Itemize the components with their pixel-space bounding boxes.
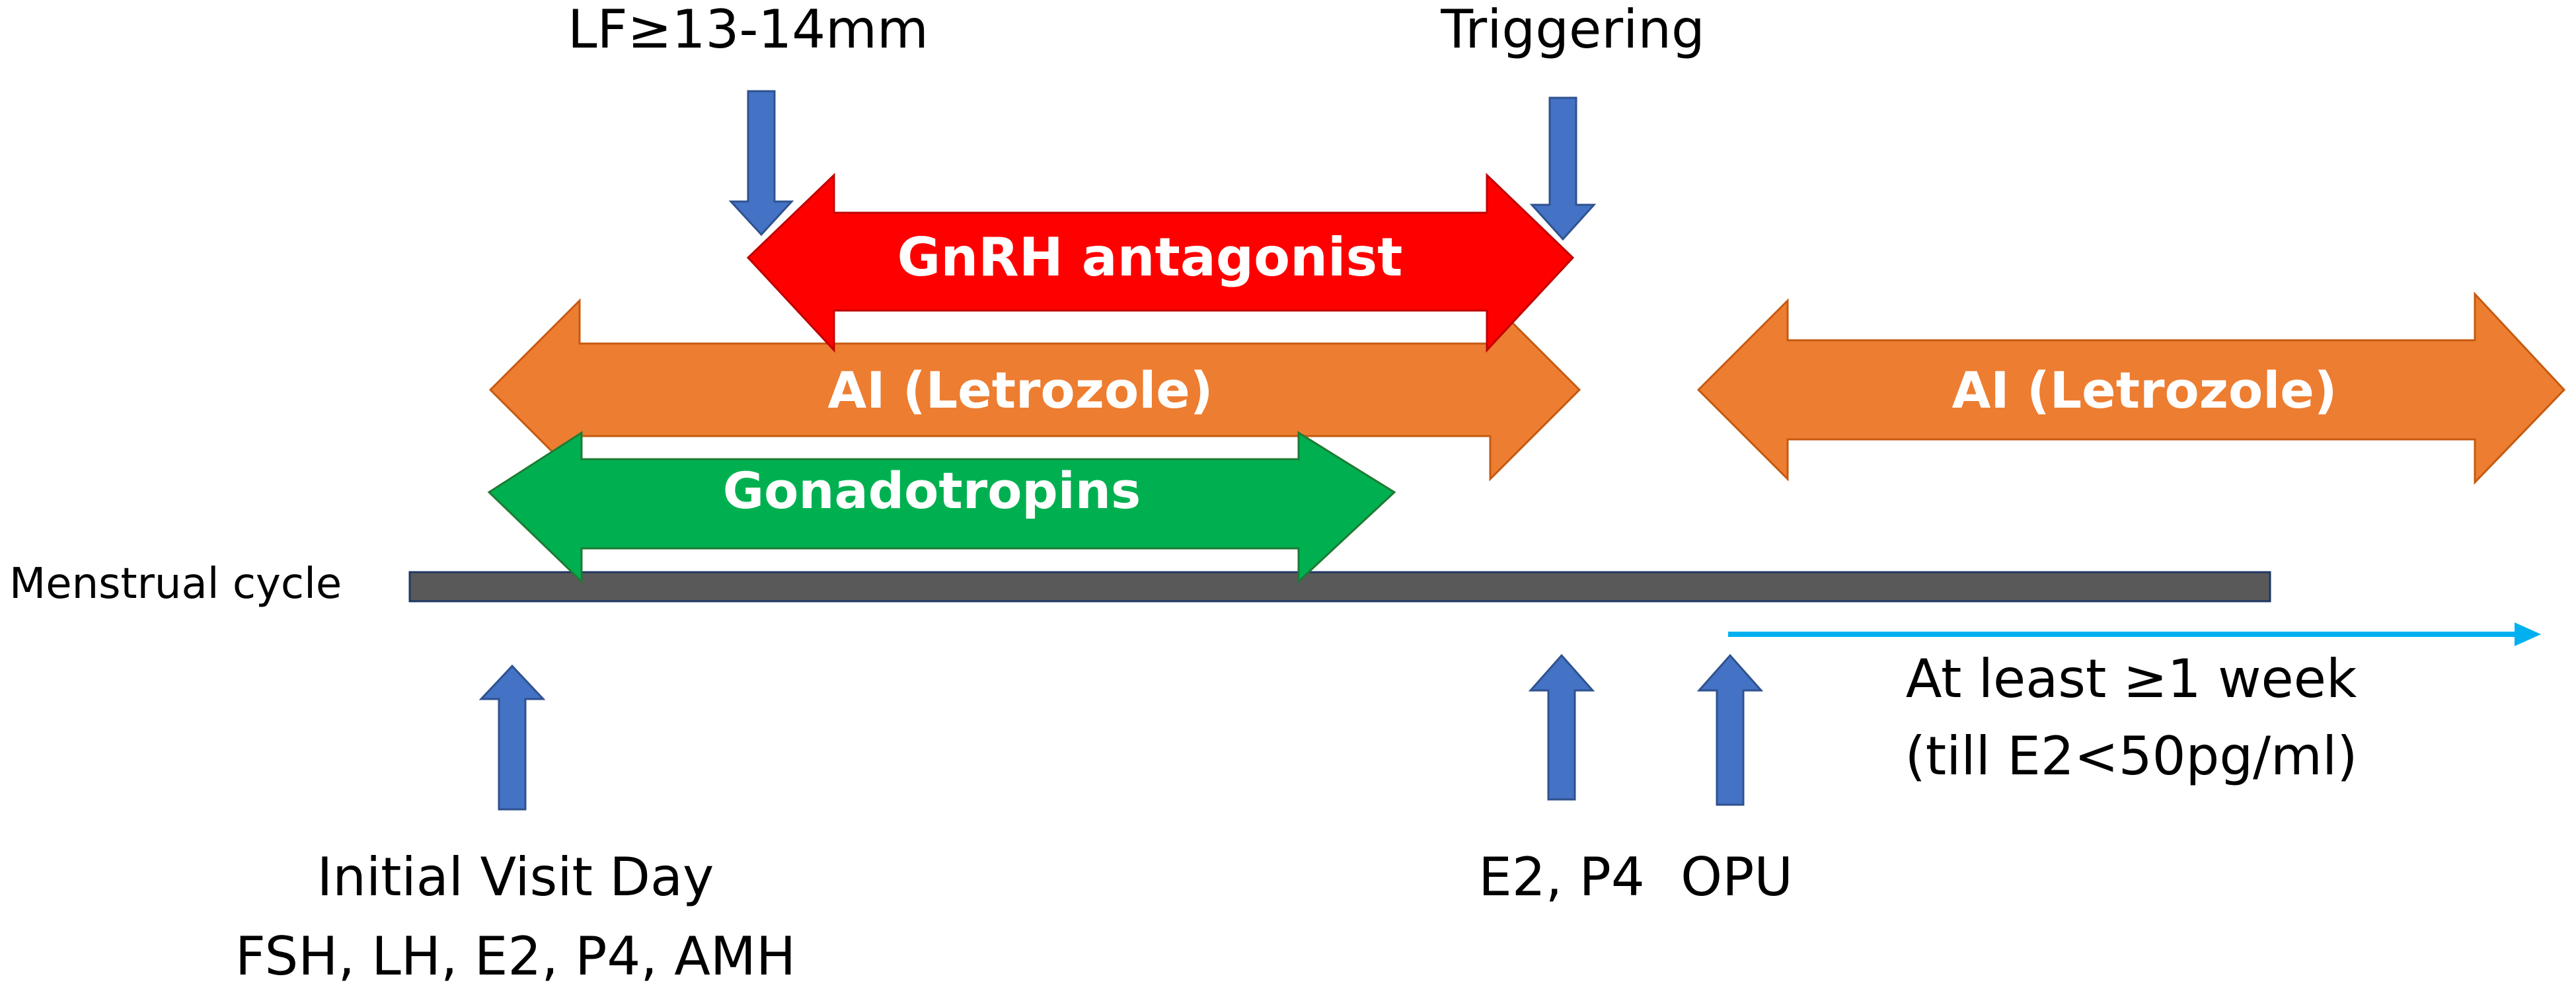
at-least-label-line2: (till E2<50pg/ml) bbox=[1905, 725, 2358, 787]
e2-p4-up-arrow bbox=[1528, 653, 1595, 801]
gnrh-antagonist-arrow bbox=[746, 172, 1575, 353]
lf-threshold-label: LF≥13-14mm bbox=[568, 0, 928, 60]
gonadotropins-label: Gonadotropins bbox=[723, 461, 1141, 520]
initial-visit-up-arrow bbox=[478, 664, 546, 811]
ai-letrozole-label-2: AI (Letrozole) bbox=[1951, 361, 2337, 420]
opu-label: OPU bbox=[1681, 846, 1793, 908]
e2-p4-label: E2, P4 bbox=[1478, 846, 1644, 908]
opu-up-arrow bbox=[1696, 653, 1764, 806]
menstrual-cycle-bar bbox=[408, 571, 2271, 603]
menstrual-cycle-label: Menstrual cycle bbox=[9, 560, 342, 609]
triggering-down-arrow bbox=[1529, 96, 1597, 241]
triggering-label: Triggering bbox=[1440, 0, 1705, 60]
gnrh-antagonist-label: GnRH antagonist bbox=[897, 227, 1403, 288]
initial-visit-label-line2: FSH, LH, E2, P4, AMH bbox=[235, 926, 796, 987]
gonadotropins-arrow bbox=[487, 431, 1396, 584]
at-least-label-line1: At least ≥1 week bbox=[1906, 648, 2357, 710]
followup-arrowhead-icon bbox=[2515, 622, 2541, 646]
ai-letrozole-arrow-2 bbox=[1696, 291, 2566, 485]
lf-threshold-down-arrow bbox=[728, 90, 794, 237]
ai-letrozole-label-1: AI (Letrozole) bbox=[827, 361, 1213, 420]
initial-visit-label-line1: Initial Visit Day bbox=[317, 846, 714, 908]
